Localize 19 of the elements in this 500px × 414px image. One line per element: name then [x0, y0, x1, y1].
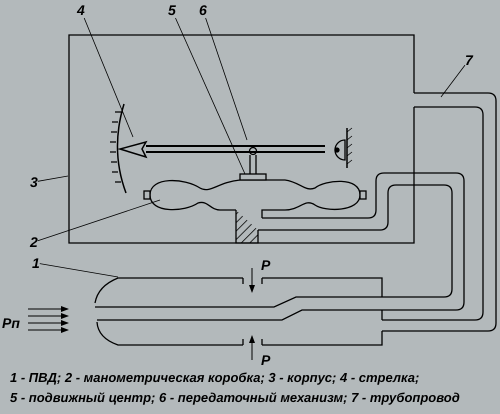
callout-number: 7	[465, 52, 473, 68]
pressure-label: Рп	[2, 315, 20, 331]
pressure-label: P	[261, 352, 270, 368]
callout-number: 6	[199, 2, 207, 18]
callout-number: 3	[30, 174, 38, 190]
callout-number: 2	[30, 234, 38, 250]
callout-number: 4	[77, 2, 85, 18]
pressure-label: P	[261, 257, 270, 273]
leader-line	[175, 18, 246, 174]
leader-line	[205, 18, 248, 140]
callout-number: 1	[32, 255, 40, 271]
callout-number: 5	[168, 2, 176, 18]
legend-text: 1 - ПВД; 2 - манометрическая коробка; 3 - корпус; 4 - стрелка;	[10, 370, 420, 386]
leader-line	[84, 18, 134, 138]
leader-line	[37, 176, 68, 182]
leader-line	[37, 200, 160, 242]
leader-line	[440, 64, 466, 98]
legend-text: 5 - подвижный центр; 6 - передаточный механизм; 7 - трубопровод	[10, 390, 460, 406]
leader-line	[39, 263, 118, 278]
